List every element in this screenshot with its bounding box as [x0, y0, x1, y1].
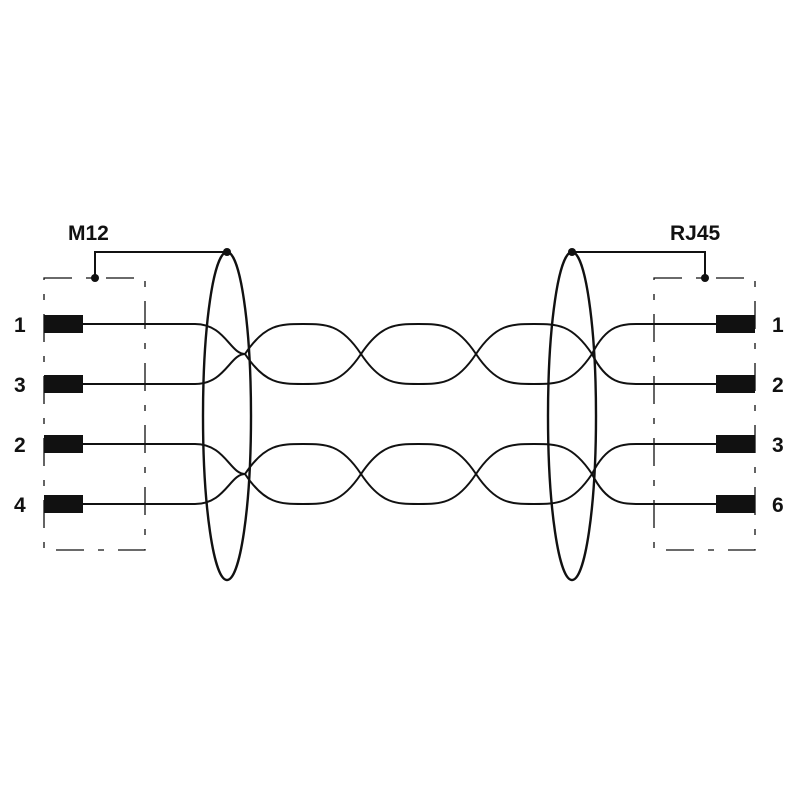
left-pin-contact [44, 315, 83, 333]
left-pin-contact [44, 495, 83, 513]
right-pin-contact [716, 435, 755, 453]
right-pin-contact [716, 315, 755, 333]
twisted-pairs [83, 322, 716, 506]
pair-1-wire-1 [83, 322, 716, 386]
right-ground-dot [701, 274, 709, 282]
left-pin-label: 2 [14, 434, 26, 457]
left-shield-dot [223, 248, 231, 256]
right-pin-label: 1 [772, 314, 784, 337]
right-pin-label: 3 [772, 434, 784, 457]
right-pin-label: 2 [772, 374, 784, 397]
left-pin-contact [44, 435, 83, 453]
right-connector-title: RJ45 [670, 222, 721, 245]
left-pin-label: 1 [14, 314, 26, 337]
right-pin-contact [716, 495, 755, 513]
left-pin-label: 4 [14, 494, 26, 517]
left-pin-label: 3 [14, 374, 26, 397]
left-connector-title: M12 [68, 222, 109, 245]
pair-2-wire-2 [83, 442, 716, 506]
left-pin-contact [44, 375, 83, 393]
right-pin-label: 6 [772, 494, 784, 517]
left-shield-ellipse [201, 250, 253, 582]
pair-1-wire-2 [83, 322, 716, 386]
right-pin-contact [716, 375, 755, 393]
right-shield-ellipse [546, 250, 598, 582]
right-shield-ground-wire [572, 251, 706, 278]
left-shield-ground-wire [94, 251, 227, 278]
left-ground-dot [91, 274, 99, 282]
pair-2-wire-1 [83, 442, 716, 506]
right-shield-dot [568, 248, 576, 256]
